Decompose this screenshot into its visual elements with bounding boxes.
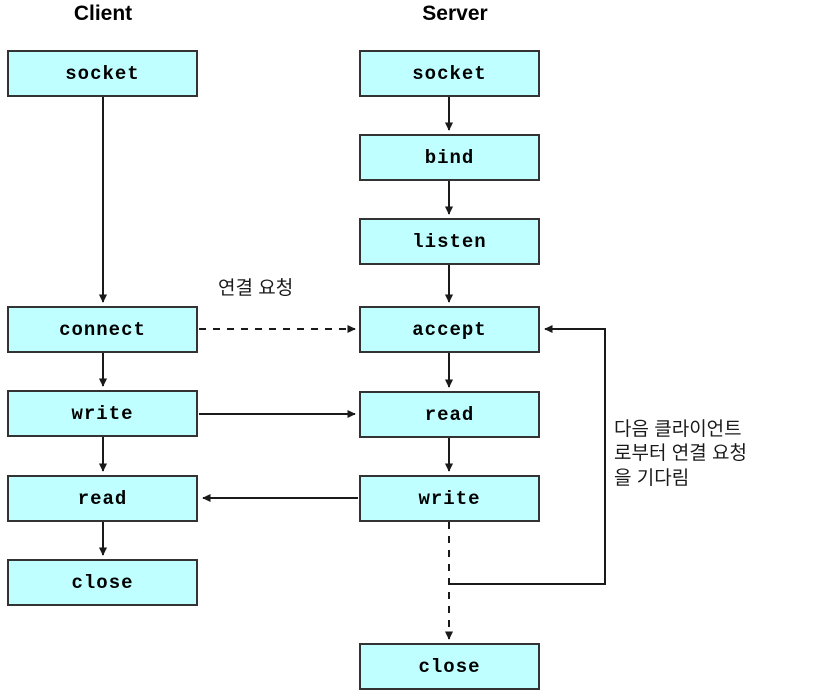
node-label: socket — [65, 62, 140, 85]
edge-server-loop-back-to-accept — [450, 324, 606, 585]
node-label: close — [71, 571, 134, 594]
node-client-socket[interactable]: socket — [7, 50, 198, 97]
node-label: close — [418, 655, 481, 678]
node-server-accept[interactable]: accept — [359, 306, 540, 353]
node-label: connect — [59, 318, 146, 341]
node-server-socket[interactable]: socket — [359, 50, 540, 97]
client-column-title: Client — [73, 2, 133, 25]
node-client-read[interactable]: read — [7, 475, 198, 522]
wait-next-client-label: 다음 클라이언트 로부터 연결 요청 을 기다림 — [614, 419, 747, 489]
node-label: write — [418, 487, 481, 510]
node-client-write[interactable]: write — [7, 390, 198, 437]
node-server-listen[interactable]: listen — [359, 218, 540, 265]
node-label: bind — [424, 146, 475, 169]
server-column-title: Server — [422, 2, 488, 25]
node-server-write[interactable]: write — [359, 475, 540, 522]
node-server-read[interactable]: read — [359, 391, 540, 438]
node-label: accept — [412, 318, 487, 341]
node-label: write — [71, 402, 134, 425]
node-client-connect[interactable]: connect — [7, 306, 198, 353]
node-server-close[interactable]: close — [359, 643, 540, 690]
node-label: socket — [412, 62, 487, 85]
node-client-close[interactable]: close — [7, 559, 198, 606]
node-label: listen — [412, 230, 487, 253]
node-label: read — [424, 403, 475, 426]
node-label: read — [77, 487, 128, 510]
node-server-bind[interactable]: bind — [359, 134, 540, 181]
connection-request-label: 연결 요청 — [218, 278, 294, 299]
